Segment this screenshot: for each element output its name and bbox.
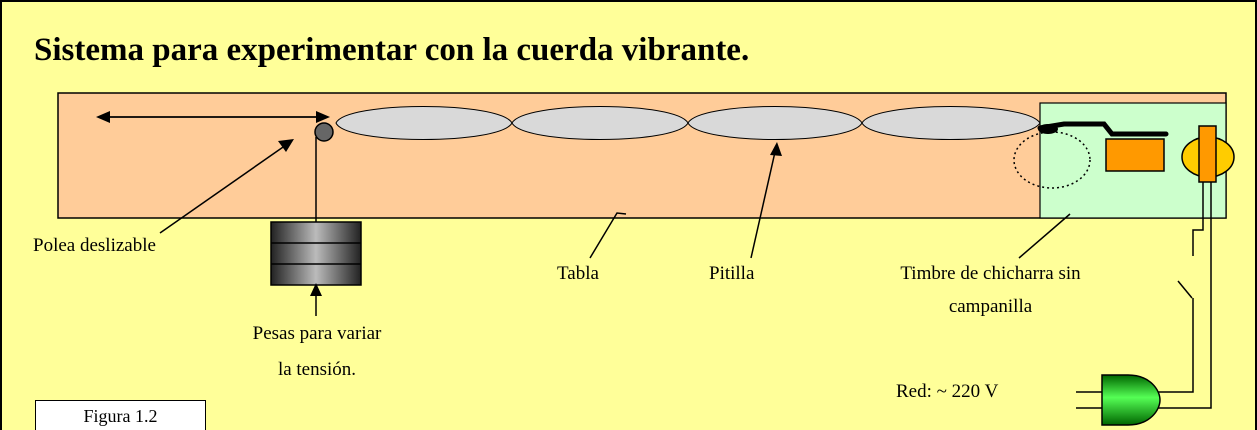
buzzer-mechanism <box>1013 121 1235 189</box>
label-polea: Polea deslizable <box>33 235 156 256</box>
string-loop-4 <box>861 106 1041 140</box>
buzzer-contact <box>1198 125 1217 183</box>
label-timbre-line1: Timbre de chicharra sin <box>900 263 1081 284</box>
pulley <box>314 122 334 142</box>
string-clip <box>1038 124 1058 134</box>
vibrating-arm <box>1037 121 1169 137</box>
label-pesas-line1: Pesas para variar <box>252 323 382 344</box>
label-pesas-line2: la tensión. <box>277 359 357 380</box>
string-loop-2 <box>511 106 689 140</box>
label-pitilla: Pitilla <box>709 263 755 284</box>
polea-arrowhead <box>278 139 294 152</box>
mains-plug <box>1101 374 1161 426</box>
string-loop-3 <box>687 106 863 140</box>
string-standing-wave <box>335 106 1041 140</box>
timbre-pointer <box>1018 213 1071 259</box>
pitilla-arrowhead <box>770 142 782 156</box>
figure-caption: Figura 1.2 <box>35 400 206 430</box>
pesas-arrowhead <box>310 283 322 296</box>
pointer-lines <box>159 139 1071 316</box>
pitilla-pointer <box>750 151 776 259</box>
label-red: Red: ~ 220 V <box>896 381 999 402</box>
polea-pointer <box>159 144 287 234</box>
slide-double-arrow <box>96 111 330 123</box>
electromagnet <box>1105 138 1165 172</box>
mains-wiring <box>1076 182 1212 409</box>
string-loop-1 <box>335 106 513 140</box>
label-tabla: Tabla <box>557 263 599 284</box>
label-timbre-line2: campanilla <box>948 296 1033 317</box>
tabla-pointer <box>589 212 627 259</box>
diagram-title: Sistema para experimentar con la cuerda … <box>34 32 750 68</box>
weights-stack <box>270 221 362 286</box>
